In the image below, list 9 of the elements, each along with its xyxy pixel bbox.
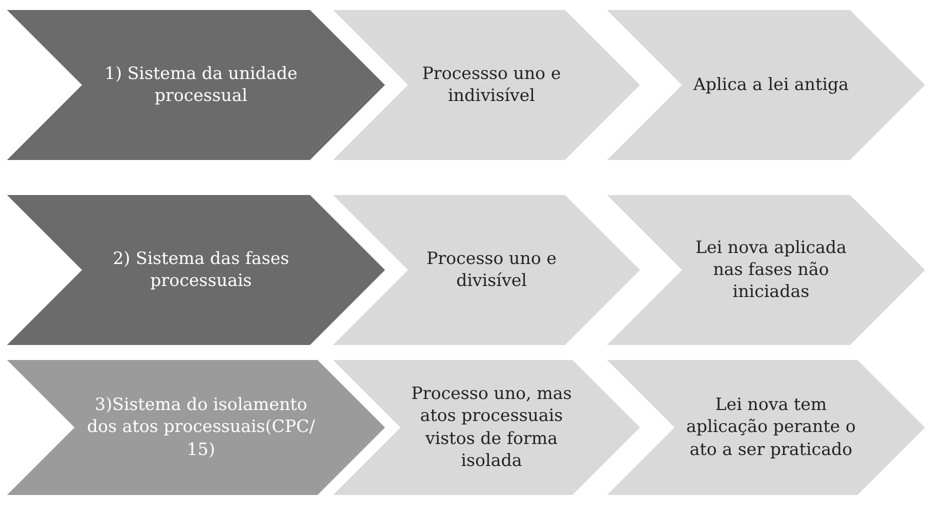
step-text: Processso uno e indivisível [421, 62, 562, 108]
step-text: Lei nova aplicada nas fases não iniciadas [694, 236, 848, 304]
step-text: Processo uno, mas atos processuais vistos de forma isolada [410, 383, 573, 472]
step-text: Processo uno e divisível [425, 248, 558, 292]
step-text: 2) Sistema das fases processuais [112, 248, 290, 292]
step-text: 1) Sistema da unidade processual [104, 62, 298, 108]
step-text: Lei nova tem aplicação perante o ato a ser praticado [685, 394, 857, 461]
step-text: Aplica a lei antiga [693, 74, 849, 96]
step-text: 3)Sistema do isolamento dos atos processuais(CPC/ 15) [86, 394, 316, 461]
